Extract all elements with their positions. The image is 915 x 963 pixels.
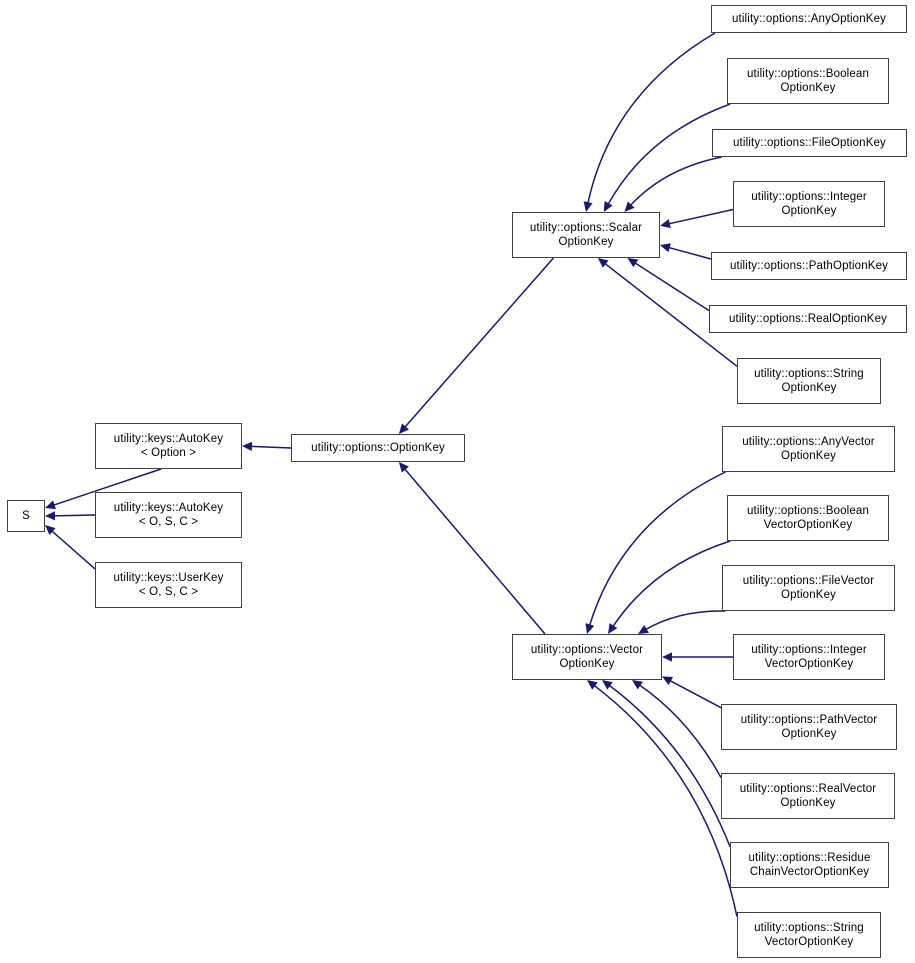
inheritance-edge [50,529,96,570]
inheritance-edge [607,683,731,847]
class-node-label: utility::options::AnyOptionKey [731,12,887,25]
class-node-any_optionkey[interactable]: utility::options::AnyOptionKey [711,5,907,33]
class-node-label: utility::options::FileOptionKey [733,136,886,149]
class-node-label: S [22,509,30,522]
class-node-optionkey[interactable]: utility::options::OptionKey [291,434,465,462]
inheritance-edge [637,683,722,778]
class-node-pathvector_optionkey[interactable]: utility::options::PathVector OptionKey [721,704,897,750]
inheritance-arrowhead [602,680,613,690]
class-node-realvector_optionkey[interactable]: utility::options::RealVector OptionKey [721,773,895,819]
inheritance-arrowhead [587,680,598,690]
class-node-anyvector_optionkey[interactable]: utility::options::AnyVector OptionKey [722,426,895,472]
inheritance-arrowhead [583,201,593,212]
inheritance-edge [403,257,555,429]
class-node-boolean_optionkey[interactable]: utility::options::Boolean OptionKey [727,58,889,104]
inheritance-edge [52,514,96,517]
class-node-booleanvector_optionkey[interactable]: utility::options::Boolean VectorOptionKe… [727,495,889,541]
class-node-label: utility::keys::AutoKey < O, S, C > [113,501,224,529]
inheritance-arrowhead [660,243,671,253]
class-node-label: utility::options::String OptionKey [754,367,864,395]
class-node-userkey_osc[interactable]: utility::keys::UserKey < O, S, C > [95,562,242,608]
inheritance-arrowhead [242,441,253,452]
class-node-label: utility::options::Vector OptionKey [530,643,644,671]
inheritance-edge [592,683,738,917]
class-node-real_optionkey[interactable]: utility::options::RealOptionKey [709,305,907,333]
class-node-label: utility::options::Residue ChainVectorOpt… [748,851,871,879]
inheritance-arrowhead [627,258,639,268]
inheritance-arrowhead [662,652,672,662]
class-node-label: utility::options::Integer VectorOptionKe… [751,643,867,671]
inheritance-edge [249,445,292,449]
class-node-label: utility::options::AnyVector OptionKey [742,435,875,463]
inheritance-edge [633,261,710,312]
class-node-integer_optionkey[interactable]: utility::options::Integer OptionKey [733,181,885,227]
class-node-s[interactable]: S [7,500,45,532]
inheritance-edge [666,246,712,260]
class-node-label: utility::keys::AutoKey < Option > [113,432,224,460]
class-node-label: utility::options::PathOptionKey [729,259,889,272]
class-node-label: utility::keys::UserKey < O, S, C > [113,571,224,599]
inheritance-arrowhead [45,500,56,510]
class-node-file_optionkey[interactable]: utility::options::FileOptionKey [712,129,907,157]
inheritance-arrowhead [45,511,56,521]
inheritance-arrowhead [608,623,618,634]
inheritance-edge [643,610,726,631]
class-node-integervector_optionkey[interactable]: utility::options::Integer VectorOptionKe… [733,634,885,680]
inheritance-edge [611,540,731,629]
inheritance-edge [668,679,722,709]
inheritance-arrowhead [603,201,613,212]
inheritance-arrowhead [662,676,673,686]
class-node-autokey_osc[interactable]: utility::keys::AutoKey < O, S, C > [95,492,242,538]
inheritance-arrowhead [45,524,56,536]
inheritance-arrowhead [398,423,409,434]
class-node-vector_optionkey[interactable]: utility::options::Vector OptionKey [512,634,662,680]
class-node-stringvector_optionkey[interactable]: utility::options::String VectorOptionKey [737,912,881,958]
class-node-scalar_optionkey[interactable]: utility::options::Scalar OptionKey [512,212,660,258]
class-node-label: utility::options::Scalar OptionKey [529,221,643,249]
class-node-label: utility::options::RealVector OptionKey [739,782,877,810]
class-node-label: utility::options::PathVector OptionKey [740,713,878,741]
class-node-path_optionkey[interactable]: utility::options::PathOptionKey [711,252,907,280]
inheritance-arrowhead [398,462,409,473]
inheritance-edge [628,156,722,208]
class-node-label: utility::options::FileVector OptionKey [742,574,875,602]
class-node-string_optionkey[interactable]: utility::options::String OptionKey [737,358,881,404]
inheritance-edge [403,467,546,635]
class-node-label: utility::options::OptionKey [311,441,445,454]
class-node-label: utility::options::RealOptionKey [728,312,888,325]
class-node-label: utility::options::Boolean VectorOptionKe… [746,504,870,532]
class-node-filevector_optionkey[interactable]: utility::options::FileVector OptionKey [722,565,895,611]
inheritance-arrowhead [597,258,609,268]
class-node-label: utility::options::Boolean OptionKey [746,67,870,95]
inheritance-arrowhead [585,623,595,634]
inheritance-arrowhead [632,680,643,690]
inheritance-edge [586,32,716,205]
class-node-autokey_option[interactable]: utility::keys::AutoKey < Option > [95,423,242,469]
inheritance-arrowhead [660,219,671,229]
class-node-label: utility::options::Integer OptionKey [751,190,867,218]
inheritance-arrowhead [638,624,649,634]
inheritance-edge [588,471,726,628]
inheritance-edge [667,208,734,225]
inheritance-arrowhead [624,201,635,212]
class-node-residuechainvector_optionkey[interactable]: utility::options::Residue ChainVectorOpt… [730,842,889,888]
class-node-label: utility::options::String VectorOptionKey [754,921,864,949]
